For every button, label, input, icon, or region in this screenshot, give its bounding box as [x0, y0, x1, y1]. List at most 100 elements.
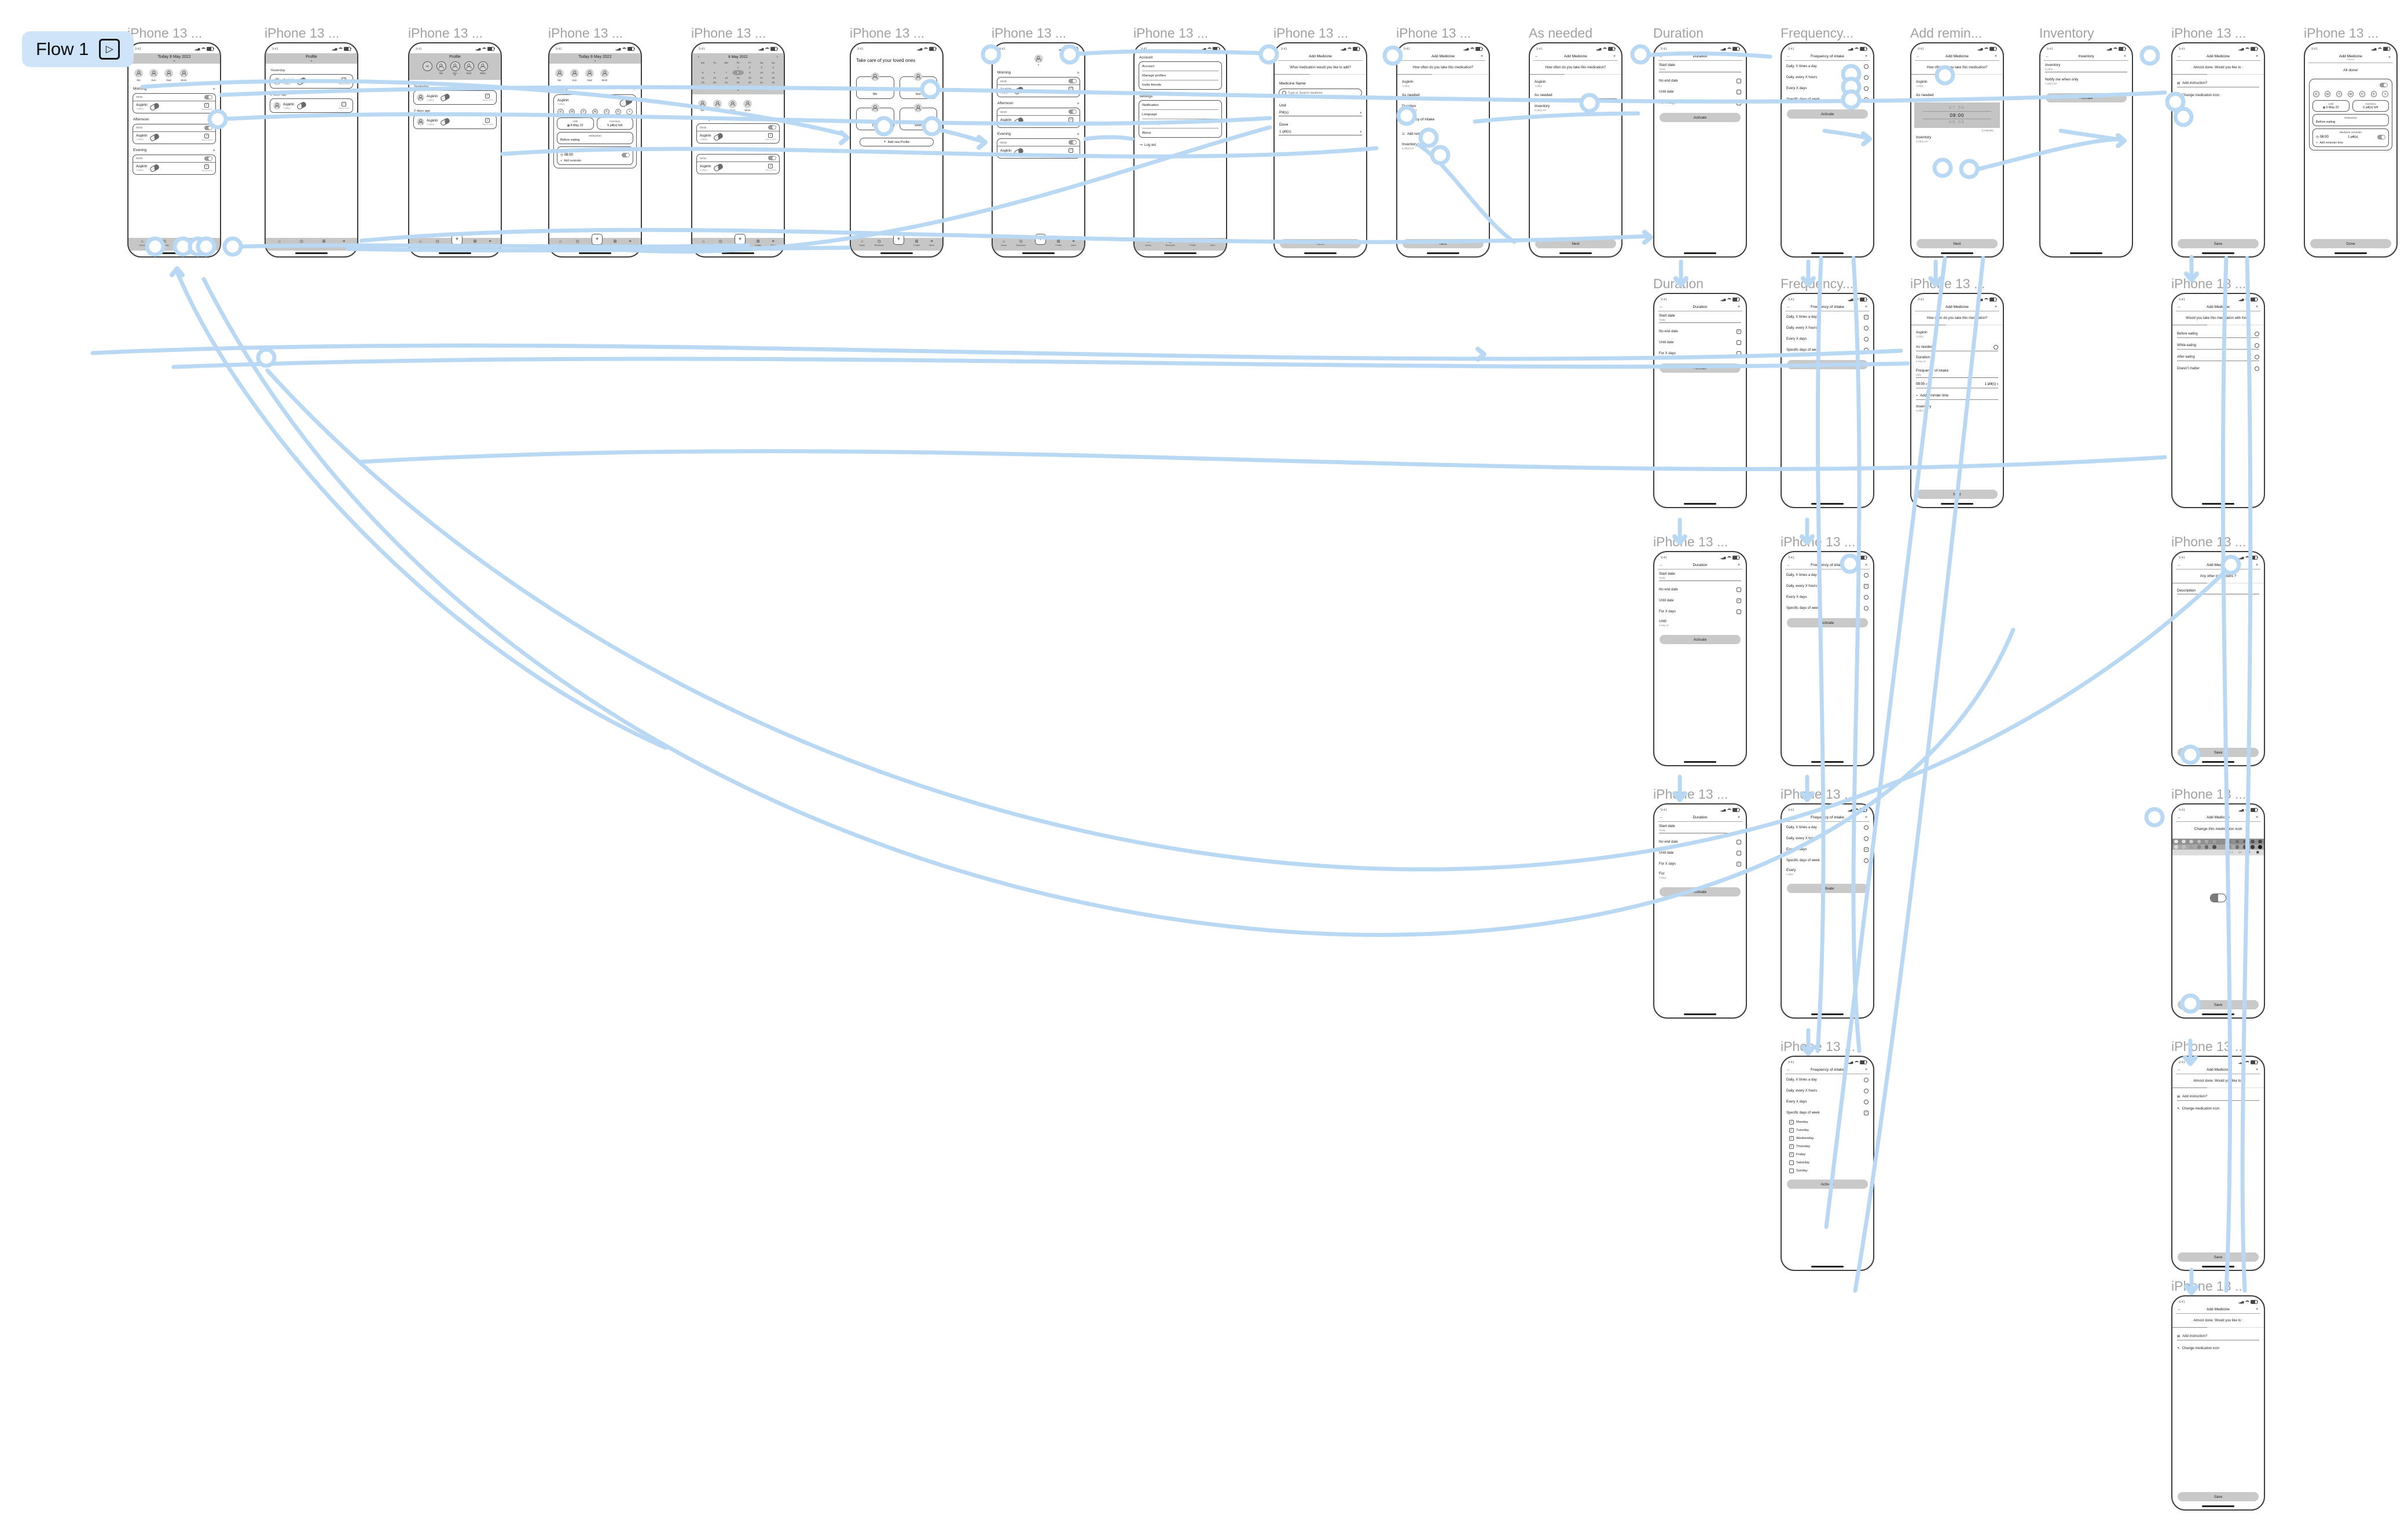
settings-item-account[interactable]: Account [1142, 62, 1218, 71]
tab-home[interactable]: ⌂Home [139, 240, 145, 247]
tab-profile[interactable]: ⊞Profile [321, 240, 327, 247]
add-medicine-button[interactable]: + [452, 234, 463, 245]
save-button[interactable]: Save [2178, 239, 2259, 248]
close-icon[interactable]: × [2388, 56, 2391, 60]
frame-label[interactable]: iPhone 13 ... [265, 25, 340, 41]
checkbox-checked-icon[interactable]: ✓ [1789, 1144, 1794, 1149]
tab-profile[interactable]: ⊞Profile [472, 240, 479, 247]
close-icon[interactable]: × [1994, 305, 1998, 309]
option-as-needed[interactable]: As needed [1916, 343, 1998, 352]
option-daily-every-x-hours[interactable]: Daily, every X hours [1786, 1087, 1869, 1094]
activate-button[interactable]: Activate [1660, 363, 1741, 373]
day-option-monday[interactable]: ✓Monday [1789, 1120, 1808, 1125]
calendar-day[interactable]: 8 [732, 70, 744, 75]
profile-filter-dad[interactable]: Dad [464, 61, 474, 75]
back-icon[interactable]: ← [1786, 54, 1791, 58]
field-as-needed[interactable]: As needed [1916, 93, 1934, 98]
tab-reminder[interactable]: ◷Reminder [715, 240, 725, 247]
frame-label[interactable]: iPhone 13 ... [1133, 25, 1209, 41]
radio-icon[interactable] [1864, 605, 1869, 611]
back-icon[interactable]: ← [1786, 1068, 1791, 1072]
checkbox-icon[interactable] [1737, 839, 1741, 844]
option-every-x-days[interactable]: Every X days [1786, 84, 1869, 92]
more-icon[interactable]: ⋯ [490, 91, 494, 94]
option-after-eating[interactable]: After eating [2177, 353, 2259, 362]
device-frame[interactable]: iPhone 13 ...9:41▂▄▆←Duration×Start date… [1653, 787, 1747, 1019]
take-check[interactable]: ✓Take at 08:00 [765, 133, 776, 141]
device-frame[interactable]: iPhone 13 ...9:41▂▄▆Add Medicine×How oft… [1910, 276, 2004, 508]
radio-icon[interactable] [1864, 86, 1869, 91]
option-no-end-date[interactable]: No end date✓ [1659, 329, 1741, 334]
avatar-son[interactable]: Son [149, 69, 158, 82]
add-icon[interactable]: + [212, 147, 215, 153]
calendar-day[interactable]: 2 [749, 66, 751, 69]
add-icon[interactable]: + [1077, 101, 1080, 106]
radio-icon[interactable] [1864, 325, 1869, 330]
settings-item-notification[interactable]: Notification [1142, 101, 1218, 110]
back-icon[interactable]: ← [1659, 305, 1664, 309]
activate-button[interactable]: Activate [2046, 93, 2127, 102]
option-no-end-date[interactable]: No end date [1659, 586, 1741, 593]
row-add-instruction[interactable]: ▤Add instruction? [2177, 1093, 2259, 1101]
frame-label[interactable]: Add remin... [1910, 25, 1982, 41]
option-doesn-t-matter[interactable]: Doesn't matter [2177, 365, 2259, 372]
flow-start-icon[interactable]: ▷ [99, 39, 120, 60]
calendar-day[interactable]: 11 [772, 71, 775, 74]
checkbox-icon[interactable] [1737, 340, 1741, 345]
tab-home[interactable]: ⌂Home [557, 240, 564, 247]
back-icon[interactable]: ← [1659, 563, 1664, 567]
logout-button[interactable]: ↪Log out [1140, 143, 1157, 148]
avatar-mom[interactable]: Mom [179, 69, 188, 82]
settings-item-manage-profiles[interactable]: Manage profiles [1142, 71, 1218, 80]
avatar-me[interactable]: Me [698, 99, 707, 112]
device-frame[interactable]: iPhone 13 ...9:41▂▄▆←Add Medicine×Would … [2171, 276, 2265, 508]
calendar-day[interactable]: 30 [748, 86, 751, 89]
calendar-day[interactable]: 26 [701, 86, 704, 89]
activate-button[interactable]: Activate [1787, 360, 1868, 369]
checkbox-icon[interactable] [1737, 89, 1741, 94]
tab-more[interactable]: ≡More [929, 240, 934, 247]
select-pill-s[interactable]: Pill(s)▾ [1279, 109, 1362, 117]
profile-card-me[interactable]: Me [856, 72, 894, 99]
take-check[interactable]: ✓Take at 08:00 [201, 133, 212, 141]
tab-reminder[interactable]: ◷Reminder [572, 240, 582, 247]
back-icon[interactable]: ← [2177, 54, 2182, 58]
add-icon[interactable]: + [212, 116, 215, 122]
calendar-day[interactable]: 12 [701, 76, 704, 79]
arrows-icon[interactable]: ‹ › [2229, 851, 2233, 854]
calendar-day[interactable]: 31 [760, 86, 763, 89]
option-specific-days-of-week[interactable]: Specific days of week [1786, 604, 1869, 612]
device-frame[interactable]: iPhone 13 ...9:41▂▄▆←Add Medicine×Almost… [2171, 1278, 2265, 1511]
device-frame[interactable]: iPhone 13 ...9:41▂▄▆Take care of your lo… [850, 25, 944, 258]
back-icon[interactable]: ← [1786, 563, 1791, 567]
checkbox-checked-icon[interactable]: ✓ [1737, 329, 1741, 334]
day-circle[interactable]: T [580, 108, 587, 115]
checkbox-checked-icon[interactable]: ✓ [1864, 847, 1869, 852]
close-icon[interactable]: × [1737, 305, 1741, 309]
tab-reminder[interactable]: ◷Reminder [296, 240, 307, 247]
icon-tools[interactable]: ‹ ›▭⊖▣ [2172, 850, 2264, 855]
close-icon[interactable]: × [1864, 815, 1868, 820]
calendar-day[interactable]: 1 [737, 66, 739, 69]
close-icon[interactable]: × [1480, 54, 1484, 58]
settings-item-language[interactable]: Language [1142, 110, 1218, 119]
tab-more[interactable]: ≡More [770, 240, 776, 247]
activate-button[interactable]: Activate [1660, 635, 1741, 644]
phone-frame[interactable]: 9:41▂▄▆←Frequency of intake×Daily, X tim… [1781, 1056, 1874, 1271]
more-icon[interactable]: ⋯ [346, 75, 350, 78]
